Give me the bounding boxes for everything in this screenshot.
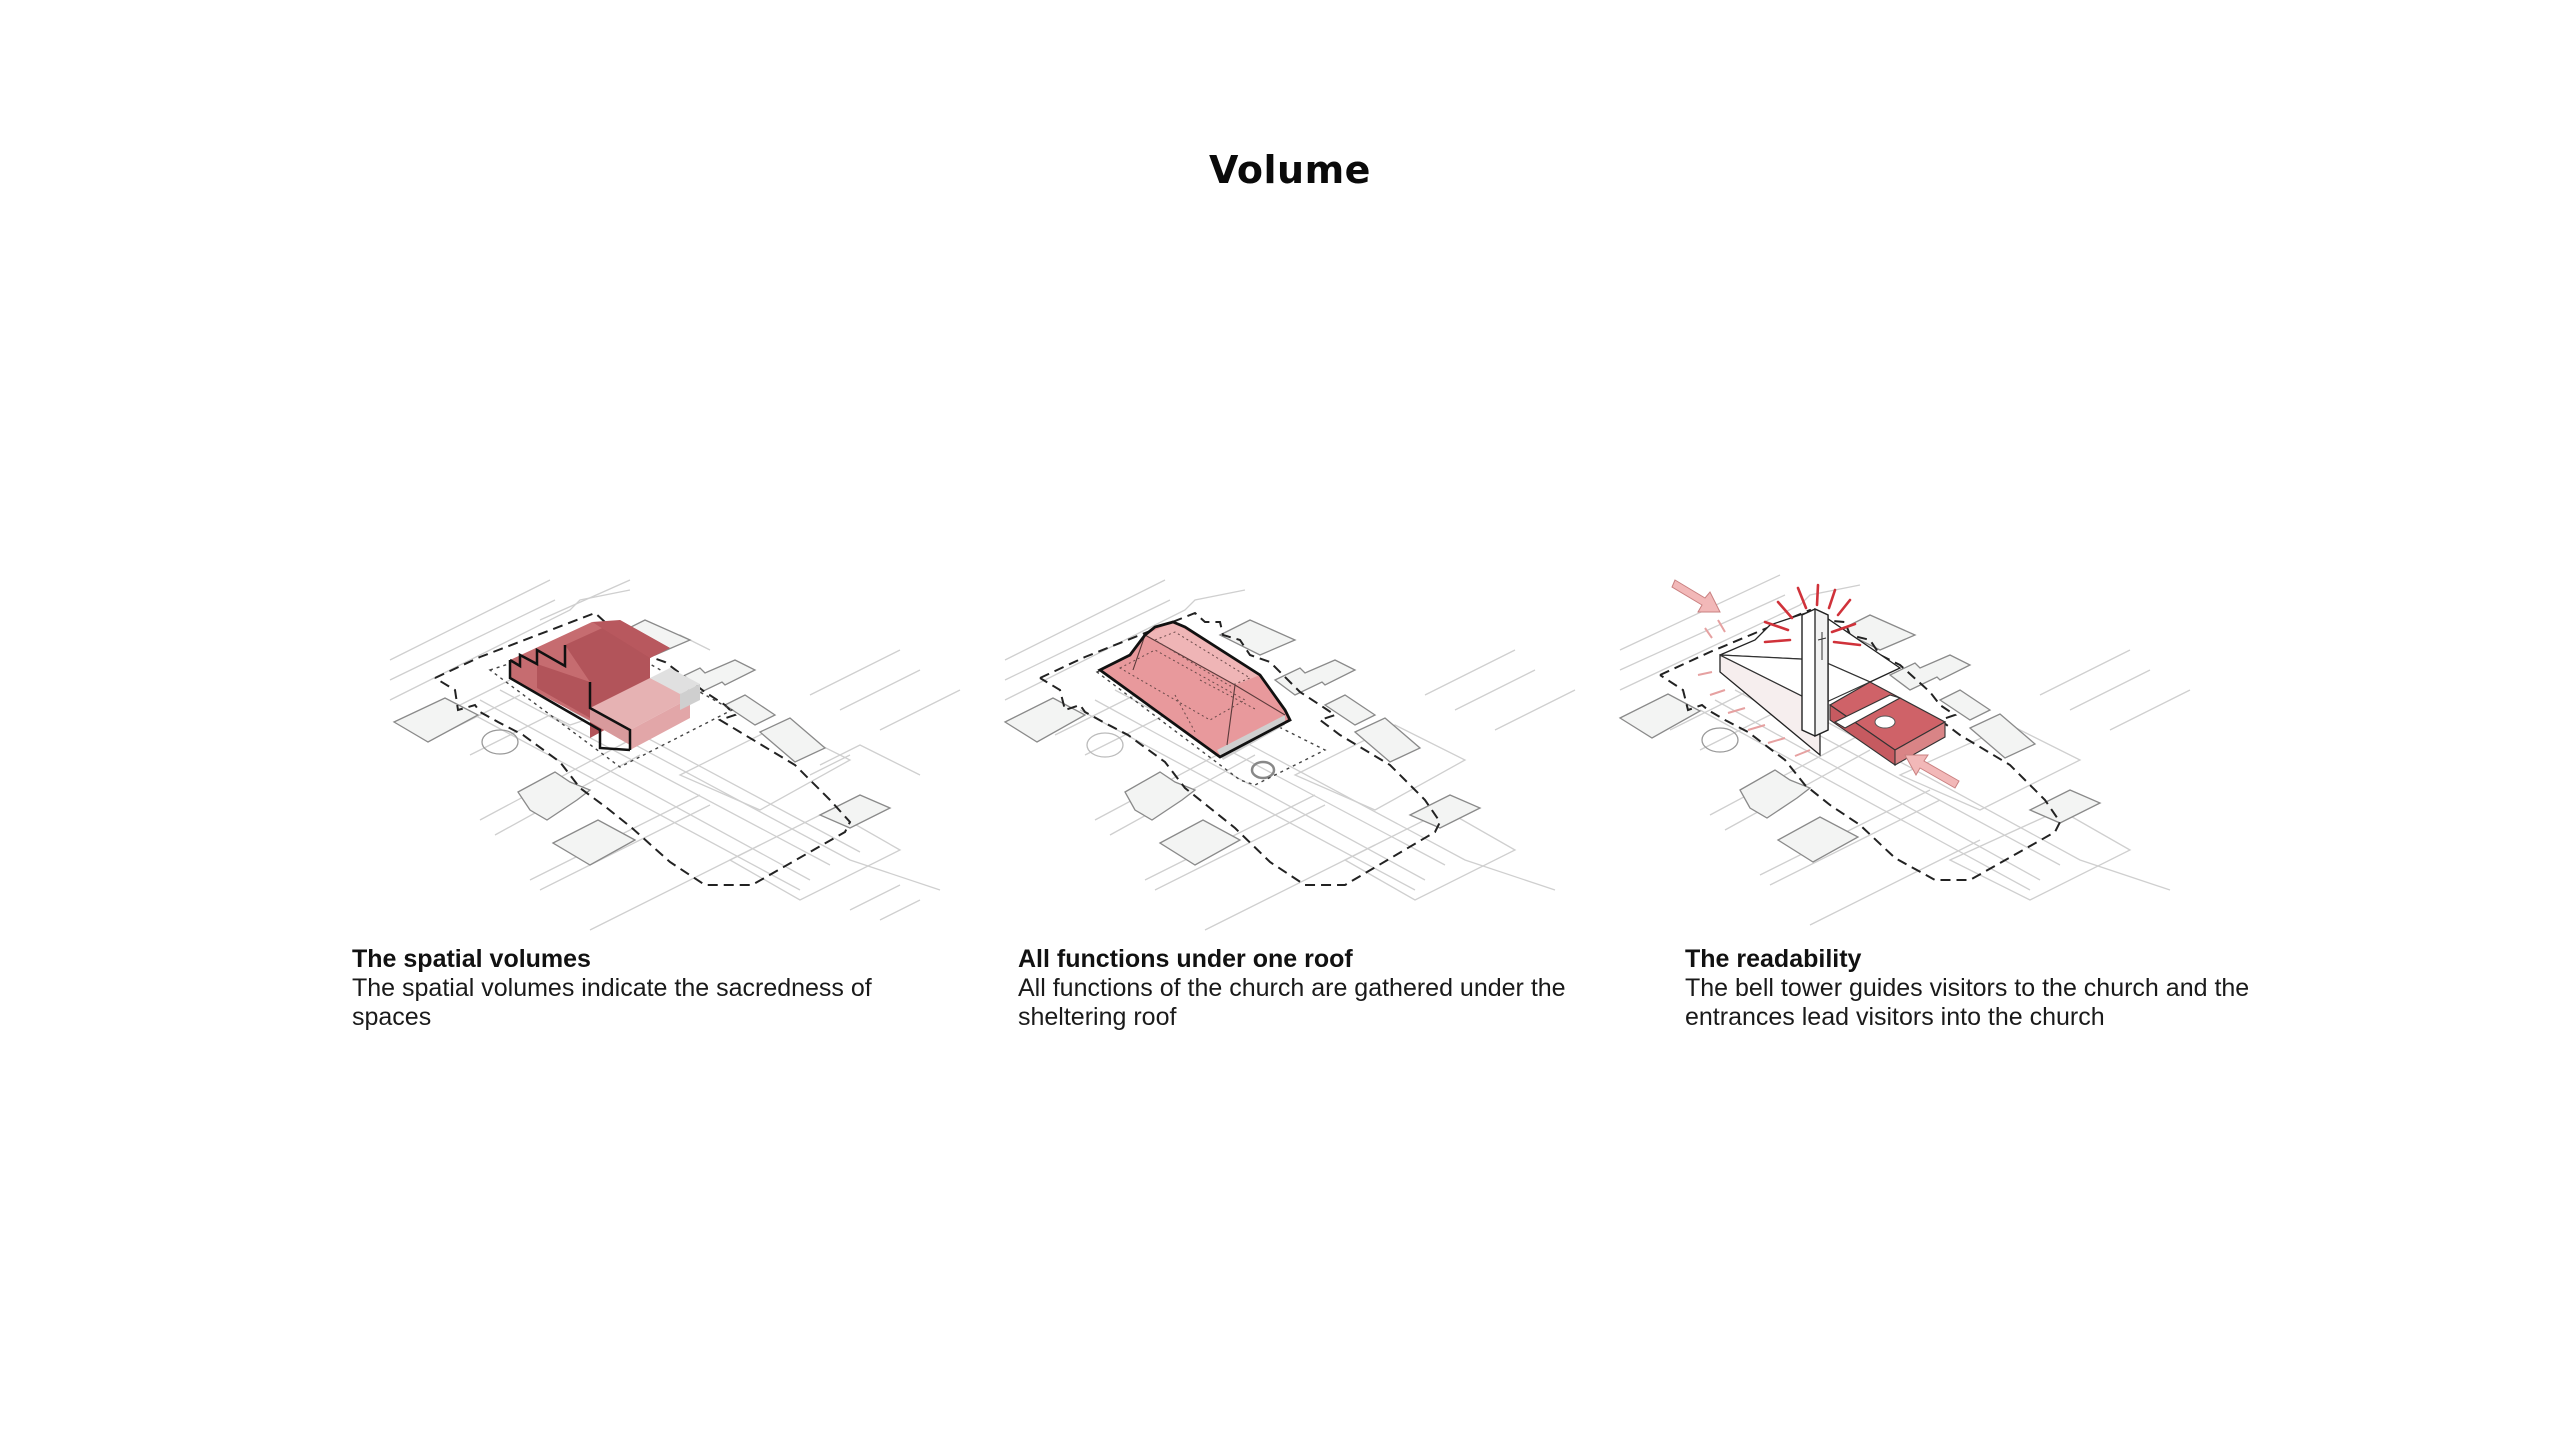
diagram-readability: The readability The bell tower guides vi…	[1618, 560, 2249, 1031]
isometric-site-diagram	[1003, 579, 1576, 931]
caption-body: All functions of the church are gathered…	[1018, 974, 1566, 1031]
caption-heading: The spatial volumes	[352, 945, 591, 973]
diagram-spatial-volumes: The spatial volumes The spatial volumes …	[352, 560, 1000, 1031]
caption-heading: All functions under one roof	[1018, 945, 1353, 973]
isometric-site-diagram	[389, 579, 961, 931]
caption-spatial-volumes: The spatial volumes The spatial volumes …	[352, 944, 952, 1032]
caption-readability: The readability The bell tower guides vi…	[1685, 944, 2285, 1032]
caption-heading: The readability	[1685, 945, 1862, 973]
diagram-one-roof: All functions under one roof All functio…	[995, 560, 1615, 1031]
caption-one-roof: All functions under one roof All functio…	[1018, 944, 1618, 1032]
caption-body: The bell tower guides visitors to the ch…	[1685, 974, 2250, 1031]
page-title: Volume	[1209, 148, 1371, 192]
isometric-site-diagram	[1618, 574, 2191, 926]
caption-body: The spatial volumes indicate the sacredn…	[352, 974, 872, 1031]
